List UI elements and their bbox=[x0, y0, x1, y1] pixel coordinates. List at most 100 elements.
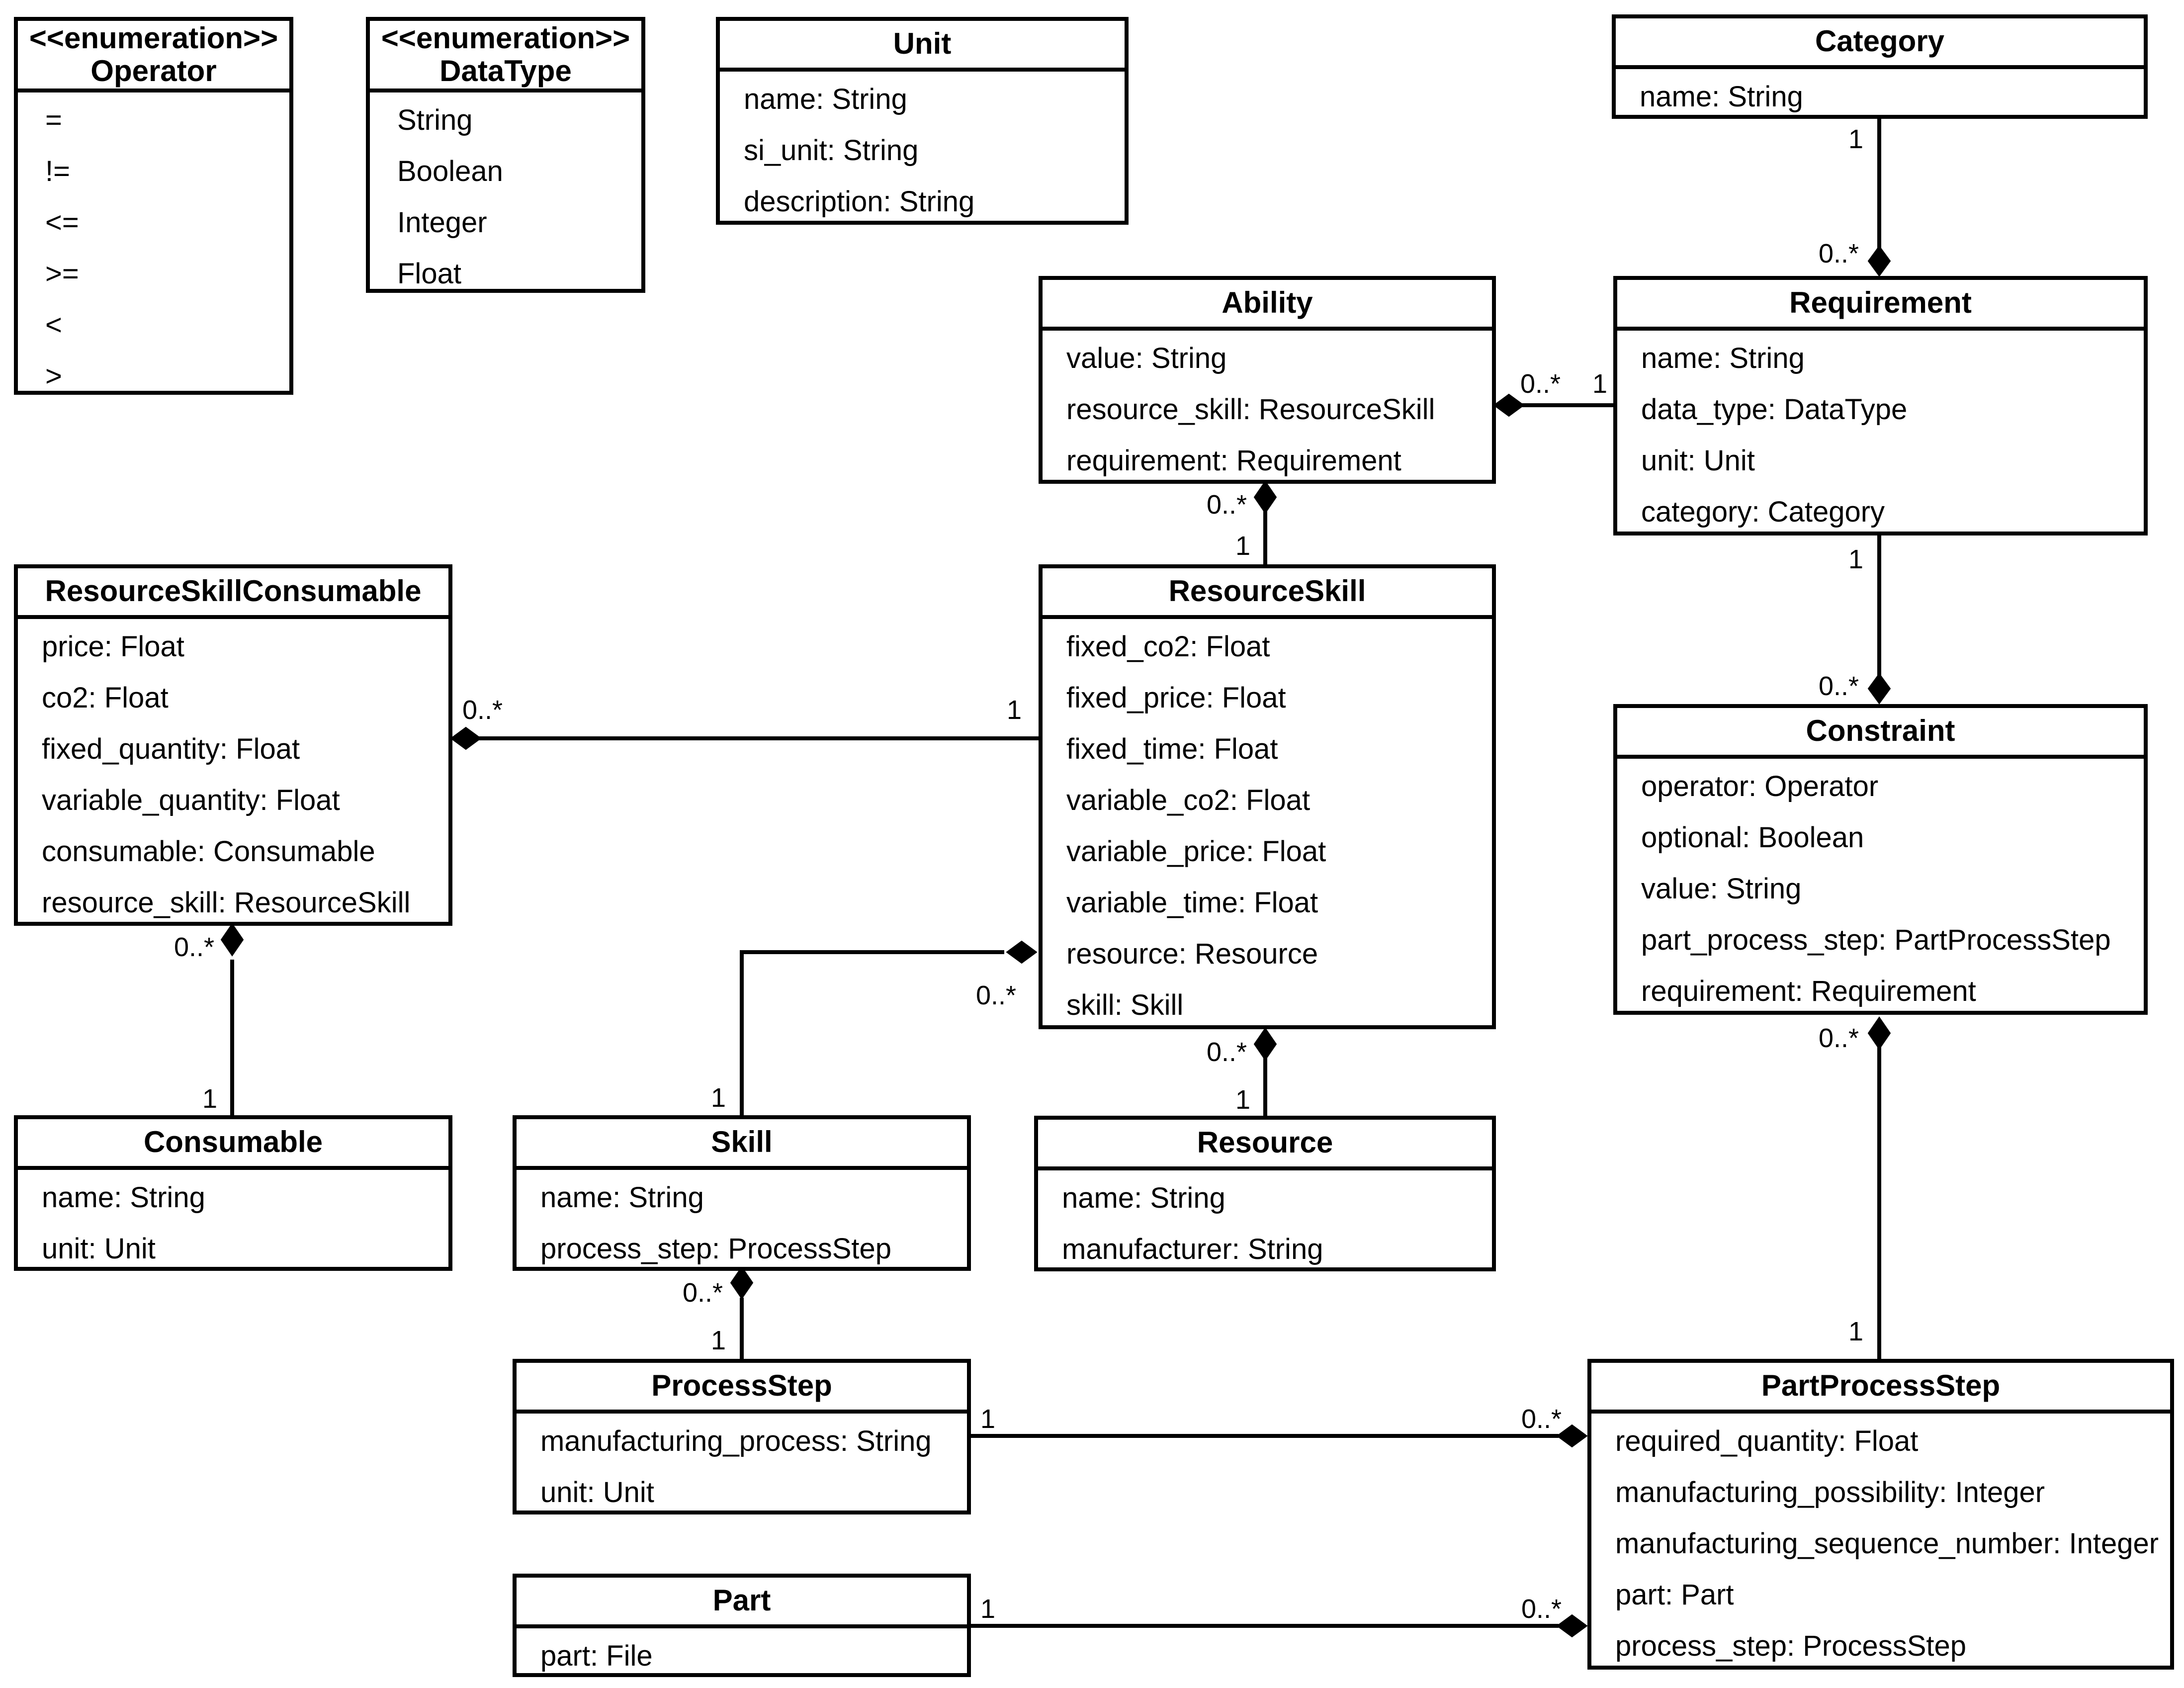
multiplicity-label: 0..* bbox=[1819, 671, 1859, 701]
class-attributes: name: String bbox=[1616, 69, 2144, 122]
multiplicity-label: 0..* bbox=[1207, 490, 1247, 520]
class-attribute: resource: Resource bbox=[1066, 938, 1318, 970]
class-header: <<enumeration>> DataType bbox=[370, 21, 641, 92]
class-name: Requirement bbox=[1789, 286, 1972, 319]
class-attribute: variable_co2: Float bbox=[1066, 784, 1310, 816]
composition-diamond-constraint-bottom bbox=[1867, 1016, 1891, 1050]
class-part[interactable]: Part part: File bbox=[513, 1574, 971, 1677]
composition-diamond-constraint bbox=[1867, 673, 1891, 705]
class-attribute: variable_time: Float bbox=[1066, 887, 1318, 919]
multiplicity-label: 0..* bbox=[976, 980, 1017, 1010]
class-attributes: value: String resource_skill: ResourceSk… bbox=[1043, 331, 1492, 486]
enum-literal: Integer bbox=[397, 206, 487, 239]
class-attributes: String Boolean Integer Float bbox=[370, 92, 641, 299]
class-stereotype: <<enumeration>> bbox=[381, 21, 630, 55]
class-header: ResourceSkillConsumable bbox=[18, 568, 448, 619]
class-constraint[interactable]: Constraint operator: Operator optional: … bbox=[1613, 704, 2148, 1015]
class-header: Category bbox=[1616, 18, 2144, 69]
class-attribute: process_step: ProcessStep bbox=[1615, 1630, 1967, 1662]
class-header: Ability bbox=[1043, 280, 1492, 331]
enum-literal: = bbox=[45, 104, 62, 136]
enum-literal: <= bbox=[45, 206, 79, 239]
class-operator[interactable]: <<enumeration>> Operator = != <= >= < > bbox=[14, 17, 293, 395]
composition-diamond-rsc-bottom bbox=[220, 923, 244, 957]
class-resource-skill-consumable[interactable]: ResourceSkillConsumable price: Float co2… bbox=[14, 564, 452, 926]
class-attributes: part: File bbox=[517, 1628, 967, 1682]
class-attribute: name: String bbox=[744, 83, 907, 115]
multiplicity-label: 0..* bbox=[174, 932, 215, 962]
multiplicity-label: 1 bbox=[1848, 544, 1864, 574]
class-name: Unit bbox=[893, 27, 952, 60]
association-skill-resourceskill bbox=[740, 950, 1004, 1115]
class-attribute: value: String bbox=[1066, 342, 1227, 374]
enum-literal: >= bbox=[45, 258, 79, 290]
multiplicity-label: 0..* bbox=[1819, 1023, 1859, 1053]
multiplicity-label: 1 bbox=[1235, 531, 1251, 561]
composition-diamond-ability-bottom bbox=[1253, 480, 1277, 514]
class-resource[interactable]: Resource name: String manufacturer: Stri… bbox=[1034, 1116, 1496, 1271]
class-unit[interactable]: Unit name: String si_unit: String descri… bbox=[716, 17, 1129, 225]
class-attribute: fixed_price: Float bbox=[1066, 682, 1286, 714]
class-skill[interactable]: Skill name: String process_step: Process… bbox=[513, 1115, 971, 1271]
multiplicity-label: 1 bbox=[711, 1326, 726, 1355]
class-resource-skill[interactable]: ResourceSkill fixed_co2: Float fixed_pri… bbox=[1039, 564, 1496, 1029]
class-attributes: name: String data_type: DataType unit: U… bbox=[1617, 331, 2144, 537]
multiplicity-label: 0..* bbox=[1521, 1594, 1562, 1624]
class-header: Constraint bbox=[1617, 708, 2144, 759]
class-category[interactable]: Category name: String bbox=[1612, 14, 2148, 119]
class-attributes: name: String si_unit: String description… bbox=[720, 72, 1125, 227]
multiplicity-label: 0..* bbox=[683, 1278, 723, 1308]
class-header: PartProcessStep bbox=[1591, 1363, 2170, 1414]
class-attributes: name: String unit: Unit bbox=[18, 1170, 448, 1274]
composition-diamond-ability-right bbox=[1493, 393, 1525, 417]
class-datatype[interactable]: <<enumeration>> DataType String Boolean … bbox=[366, 17, 645, 293]
class-attributes: = != <= >= < > bbox=[18, 92, 289, 402]
class-attributes: name: String manufacturer: String bbox=[1038, 1170, 1492, 1275]
class-attribute: unit: Unit bbox=[1641, 444, 1755, 477]
class-name: Category bbox=[1815, 24, 1945, 58]
class-name: ResourceSkillConsumable bbox=[45, 574, 422, 608]
class-attribute: manufacturer: String bbox=[1062, 1233, 1323, 1265]
enum-literal: != bbox=[45, 155, 70, 187]
class-attribute: resource_skill: ResourceSkill bbox=[42, 887, 411, 919]
class-part-process-step[interactable]: PartProcessStep required_quantity: Float… bbox=[1587, 1359, 2174, 1670]
multiplicity-label: 1 bbox=[980, 1404, 996, 1434]
class-attribute: required_quantity: Float bbox=[1615, 1425, 1919, 1457]
class-name: Constraint bbox=[1806, 714, 1955, 747]
class-attributes: operator: Operator optional: Boolean val… bbox=[1617, 759, 2144, 1017]
multiplicity-label: 0..* bbox=[1207, 1037, 1247, 1067]
class-requirement[interactable]: Requirement name: String data_type: Data… bbox=[1613, 276, 2148, 535]
class-attributes: name: String process_step: ProcessStep bbox=[517, 1170, 967, 1274]
class-attribute: name: String bbox=[1641, 342, 1805, 374]
multiplicity-label: 1 bbox=[1848, 1317, 1864, 1346]
class-stereotype: <<enumeration>> bbox=[29, 21, 278, 55]
class-attribute: name: String bbox=[1640, 81, 1803, 113]
class-attribute: unit: Unit bbox=[42, 1233, 156, 1265]
class-attribute: name: String bbox=[1062, 1182, 1225, 1214]
multiplicity-label: 1 bbox=[1848, 124, 1864, 154]
class-attribute: description: String bbox=[744, 185, 975, 218]
multiplicity-label: 1 bbox=[711, 1083, 726, 1113]
class-attribute: manufacturing_possibility: Integer bbox=[1615, 1476, 2045, 1509]
class-consumable[interactable]: Consumable name: String unit: Unit bbox=[14, 1115, 452, 1271]
class-process-step[interactable]: ProcessStep manufacturing_process: Strin… bbox=[513, 1359, 971, 1514]
class-ability[interactable]: Ability value: String resource_skill: Re… bbox=[1039, 276, 1496, 484]
class-header: <<enumeration>> Operator bbox=[18, 21, 289, 92]
class-header: Consumable bbox=[18, 1119, 448, 1170]
enum-literal: Boolean bbox=[397, 155, 503, 187]
class-attribute: part_process_step: PartProcessStep bbox=[1641, 924, 2111, 956]
class-header: ProcessStep bbox=[517, 1363, 967, 1414]
class-attribute: data_type: DataType bbox=[1641, 393, 1908, 426]
class-attribute: name: String bbox=[42, 1181, 205, 1214]
class-attribute: manufacturing_sequence_number: Integer bbox=[1615, 1527, 2159, 1560]
multiplicity-label: 1 bbox=[1235, 1085, 1251, 1115]
class-name: DataType bbox=[439, 54, 572, 88]
composition-diamond-resourceskill-bottom bbox=[1253, 1027, 1277, 1061]
class-attribute: value: String bbox=[1641, 873, 1802, 905]
class-attribute: operator: Operator bbox=[1641, 770, 1879, 802]
class-name: Ability bbox=[1222, 286, 1313, 319]
composition-diamond-pps-processstep bbox=[1556, 1424, 1588, 1448]
class-header: Unit bbox=[720, 21, 1125, 72]
class-header: Skill bbox=[517, 1119, 967, 1170]
